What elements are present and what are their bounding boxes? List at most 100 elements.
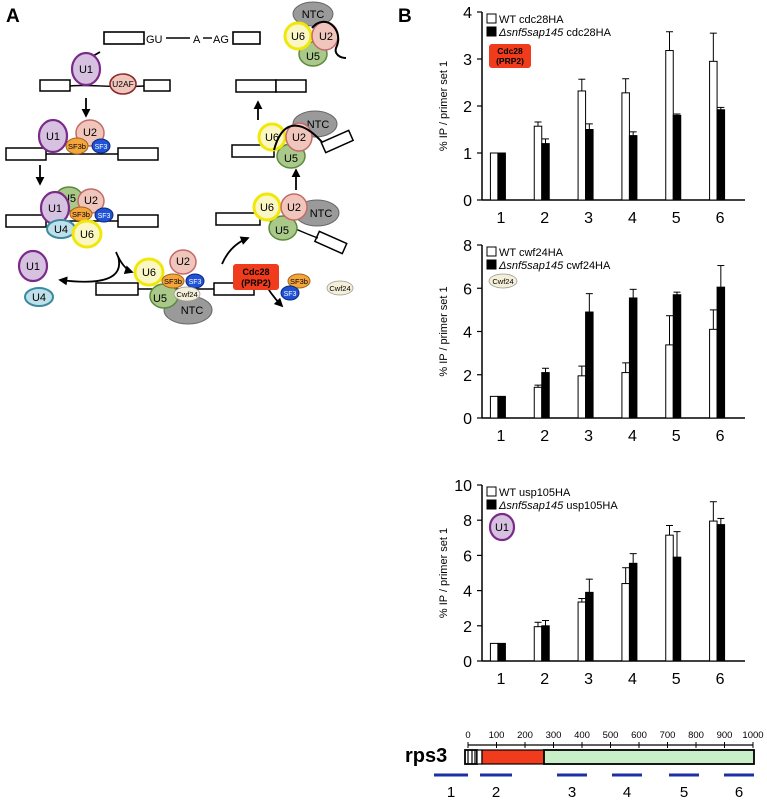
scale-tick-label: 300: [546, 730, 562, 741]
badge-line1: Cwf24: [492, 277, 513, 286]
legend-label-wt: WT cdc28HA: [499, 14, 564, 26]
u5-label: U5: [284, 153, 298, 165]
y-tick-label: 1: [463, 146, 472, 163]
u2-label: U2: [176, 256, 190, 268]
primer-set-label: 1: [447, 784, 455, 800]
post-spliceosome: NTC U5 U6 U2: [283, 1, 347, 67]
y-tick-label: 0: [463, 654, 472, 671]
bar-wt: [533, 125, 543, 201]
y-tick-label: 4: [463, 5, 472, 22]
released-factors: Cdc28 (PRP2) SF3b SF3 Cwf24: [233, 264, 354, 301]
legend-mutant-tag: usp105HA: [563, 500, 618, 512]
y-tick-label: 4: [463, 325, 472, 342]
bar-wt: [577, 90, 587, 201]
bar-mutant: [497, 152, 506, 201]
sf3-label: SF3: [189, 279, 202, 286]
scale-tick-label: 200: [517, 730, 533, 741]
u6-label: U6: [80, 229, 94, 241]
legend-swatch-mutant: [486, 259, 497, 270]
u4-label: U4: [54, 224, 68, 236]
primer-set-label: 5: [680, 784, 688, 800]
bar-wt: [489, 152, 499, 201]
legend-mutant-genotype: Δsnf5sap145: [498, 260, 564, 272]
bar-mutant: [628, 135, 638, 201]
legend-mutant-tag: cdc28HA: [563, 27, 611, 39]
primer-set-label: 2: [492, 784, 500, 800]
bar-wt: [709, 328, 718, 419]
u2-label: U2: [287, 202, 301, 214]
legend-swatch-mutant: [486, 499, 497, 510]
primer-set-label: 3: [568, 784, 576, 800]
bar-mutant: [497, 395, 506, 419]
bar-wt: [621, 372, 630, 419]
u6-label: U6: [260, 202, 274, 214]
c-complex: NTC U5 U6 U2: [231, 110, 355, 169]
bar-mutant: [716, 286, 726, 419]
bar-mutant: [628, 562, 638, 662]
bar-wt: [665, 50, 674, 201]
panel-b: B: [398, 6, 412, 27]
x-tick-label: 3: [584, 671, 593, 688]
x-tick-label: 3: [584, 428, 593, 445]
sf3b-label: SF3b: [290, 277, 308, 286]
x-tick-label: 1: [496, 428, 505, 445]
pre-mrna: GU A AG: [103, 31, 261, 46]
x-tick-label: 1: [496, 210, 505, 227]
legend-label-mutant: Δsnf5sap145 usp105HA: [498, 500, 618, 512]
legend-swatch-wt: [486, 13, 497, 24]
y-tick-label: 6: [463, 281, 472, 298]
u1-badge: [488, 512, 516, 542]
u6-label: U6: [142, 267, 156, 279]
sf3b-label: SF3b: [164, 277, 182, 286]
u2-label: U2: [292, 132, 306, 144]
bar-wt: [577, 375, 587, 419]
y-tick-label: 0: [463, 193, 472, 210]
legend-label-mutant: Δsnf5sap145 cdc28HA: [498, 27, 612, 39]
y-tick-label: 4: [463, 584, 472, 601]
bar-wt: [489, 395, 499, 419]
u1-label: U1: [79, 64, 93, 76]
x-tick-label: 5: [672, 210, 681, 227]
bar-wt: [533, 626, 543, 662]
bar-mutant: [497, 642, 506, 662]
y-tick-label: 3: [463, 52, 472, 69]
scale-tick-label: 800: [688, 730, 704, 741]
bar-charts: 0 1 2 3 4 % IP / primer set 1 1 2 3 4 5 6 WT cdc28HA…: [438, 5, 745, 688]
spliced-mrna: [235, 79, 307, 93]
u1-label: U1: [48, 203, 62, 215]
y-axis-label: % IP / primer set 1: [438, 286, 450, 376]
bar-mutant: [585, 129, 594, 201]
legend-swatch-wt: [486, 486, 497, 497]
scale-tick-label: 1000: [742, 730, 763, 741]
u2af-label: U2AF: [112, 79, 134, 89]
u2-label: U2: [83, 127, 97, 139]
y-tick-label: 2: [463, 619, 472, 636]
branch-a-label: A: [193, 34, 201, 46]
badge-line1: Cdc28: [497, 46, 523, 56]
x-tick-label: 6: [716, 671, 725, 688]
x-tick-label: 2: [540, 428, 549, 445]
legend-swatch-wt: [486, 246, 497, 257]
bar-wt: [621, 583, 630, 662]
cwf24-label: Cwf24: [176, 290, 197, 299]
u6-label: U6: [265, 132, 279, 144]
primer-set-label: 4: [623, 784, 631, 800]
x-tick-label: 3: [584, 210, 593, 227]
x-tick-label: 5: [672, 428, 681, 445]
ntc-label: NTC: [302, 9, 325, 21]
sf3b-label: SF3b: [68, 142, 86, 151]
bact-complex: NTC U5 U2 U6 SF3b SF3 Cwf24: [95, 249, 255, 325]
legend-mutant-genotype: Δsnf5sap145: [498, 27, 564, 39]
y-tick-label: 2: [463, 368, 472, 385]
badge-line1: U1: [495, 522, 509, 534]
bar-mutant: [541, 372, 550, 419]
bar-wt: [577, 601, 587, 662]
legend-swatch-mutant: [486, 26, 497, 37]
u2-label: U2: [84, 195, 98, 207]
b-star-complex: NTC U5 U6 U2: [215, 192, 348, 255]
bar-wt: [489, 642, 499, 662]
